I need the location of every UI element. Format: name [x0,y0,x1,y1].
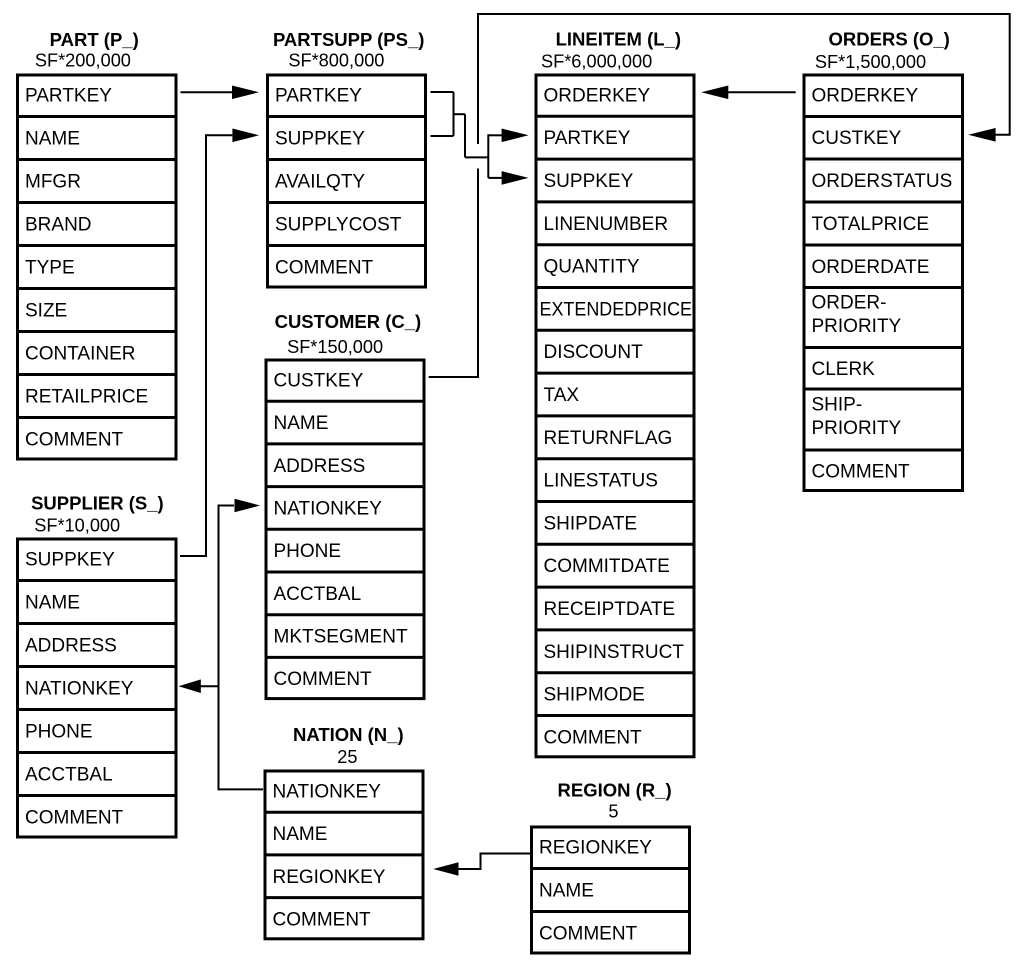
svg-text:SF*10,000: SF*10,000 [34,516,120,536]
svg-text:25: 25 [337,747,357,767]
svg-text:REGION (R_): REGION (R_) [558,779,672,800]
svg-text:NAME: NAME [25,593,80,614]
svg-text:COMMENT: COMMENT [273,910,372,931]
svg-text:COMMENT: COMMENT [544,727,643,748]
svg-text:TAX: TAX [544,385,580,406]
svg-text:LINEITEM (L_): LINEITEM (L_) [556,29,681,50]
svg-text:CUSTOMER (C_): CUSTOMER (C_) [275,311,422,332]
svg-text:NATIONKEY: NATIONKEY [273,781,382,802]
svg-text:NATIONKEY: NATIONKEY [274,499,383,520]
svg-text:LINENUMBER: LINENUMBER [544,214,669,235]
svg-text:COMMENT: COMMENT [25,808,124,829]
svg-text:AVAILQTY: AVAILQTY [275,172,365,193]
svg-text:SF*200,000: SF*200,000 [35,51,131,71]
svg-text:PHONE: PHONE [274,541,342,562]
svg-text:SF*1,500,000: SF*1,500,000 [815,52,926,72]
svg-text:ORDERKEY: ORDERKEY [544,85,651,106]
svg-text:NAME: NAME [273,824,328,845]
svg-text:5: 5 [608,802,618,822]
svg-text:PARTKEY: PARTKEY [544,128,631,149]
svg-text:PARTKEY: PARTKEY [25,86,112,107]
svg-text:NAME: NAME [539,881,594,902]
svg-text:SF*6,000,000: SF*6,000,000 [541,52,652,72]
svg-text:MKTSEGMENT: MKTSEGMENT [274,627,408,648]
svg-text:SHIPINSTRUCT: SHIPINSTRUCT [544,642,685,663]
svg-text:SF*150,000: SF*150,000 [287,337,383,357]
svg-text:ORDERDATE: ORDERDATE [812,257,930,278]
svg-text:ACCTBAL: ACCTBAL [274,584,362,605]
svg-text:PHONE: PHONE [25,722,93,743]
svg-text:SHIPDATE: SHIPDATE [544,513,638,534]
svg-text:SHIPMODE: SHIPMODE [544,685,645,706]
svg-text:NATION (N_): NATION (N_) [293,724,404,745]
svg-text:RECEIPTDATE: RECEIPTDATE [544,599,676,620]
svg-text:REGIONKEY: REGIONKEY [273,867,386,888]
svg-text:RETURNFLAG: RETURNFLAG [544,428,673,449]
svg-text:TYPE: TYPE [25,258,75,279]
svg-text:SUPPKEY: SUPPKEY [25,550,115,571]
svg-text:ADDRESS: ADDRESS [274,456,366,477]
svg-text:COMMENT: COMMENT [275,258,374,279]
svg-text:SUPPKEY: SUPPKEY [544,171,634,192]
svg-text:COMMENT: COMMENT [539,924,638,945]
svg-text:ACCTBAL: ACCTBAL [25,765,113,786]
svg-text:CUSTKEY: CUSTKEY [274,370,364,391]
svg-text:ORDER-: ORDER- [812,292,887,313]
svg-text:SF*800,000: SF*800,000 [288,51,384,71]
svg-text:LINESTATUS: LINESTATUS [544,471,658,492]
svg-text:COMMENT: COMMENT [274,669,373,690]
svg-text:SUPPKEY: SUPPKEY [275,129,365,150]
svg-text:NATIONKEY: NATIONKEY [25,679,134,700]
svg-text:ADDRESS: ADDRESS [25,636,117,657]
svg-text:NAME: NAME [25,129,80,150]
svg-text:MFGR: MFGR [25,172,81,193]
svg-text:PRIORITY: PRIORITY [812,316,902,337]
svg-text:TOTALPRICE: TOTALPRICE [812,214,930,235]
svg-text:REGIONKEY: REGIONKEY [539,838,652,859]
svg-text:EXTENDEDPRICE: EXTENDEDPRICE [540,299,693,320]
svg-text:QUANTITY: QUANTITY [544,257,640,278]
svg-text:CONTAINER: CONTAINER [25,344,135,365]
svg-text:PARTSUPP (PS_): PARTSUPP (PS_) [273,29,424,50]
svg-text:PRIORITY: PRIORITY [812,418,902,439]
svg-text:COMMENT: COMMENT [812,462,911,483]
svg-text:ORDERSTATUS: ORDERSTATUS [812,171,953,192]
svg-text:SHIP-: SHIP- [812,394,863,415]
svg-text:ORDERKEY: ORDERKEY [812,86,919,107]
svg-text:SUPPLYCOST: SUPPLYCOST [275,215,402,236]
svg-text:COMMITDATE: COMMITDATE [544,556,670,577]
svg-text:COMMENT: COMMENT [25,430,124,451]
svg-text:PARTKEY: PARTKEY [275,86,362,107]
svg-text:BRAND: BRAND [25,215,92,236]
svg-text:SUPPLIER (S_): SUPPLIER (S_) [31,492,164,513]
svg-text:CLERK: CLERK [812,359,876,380]
svg-text:ORDERS (O_): ORDERS (O_) [829,29,950,50]
svg-text:SIZE: SIZE [25,301,67,322]
svg-text:NAME: NAME [274,413,329,434]
svg-text:CUSTKEY: CUSTKEY [812,128,902,149]
svg-text:DISCOUNT: DISCOUNT [544,342,644,363]
svg-text:PART (P_): PART (P_) [50,29,139,50]
svg-text:RETAILPRICE: RETAILPRICE [25,387,148,408]
